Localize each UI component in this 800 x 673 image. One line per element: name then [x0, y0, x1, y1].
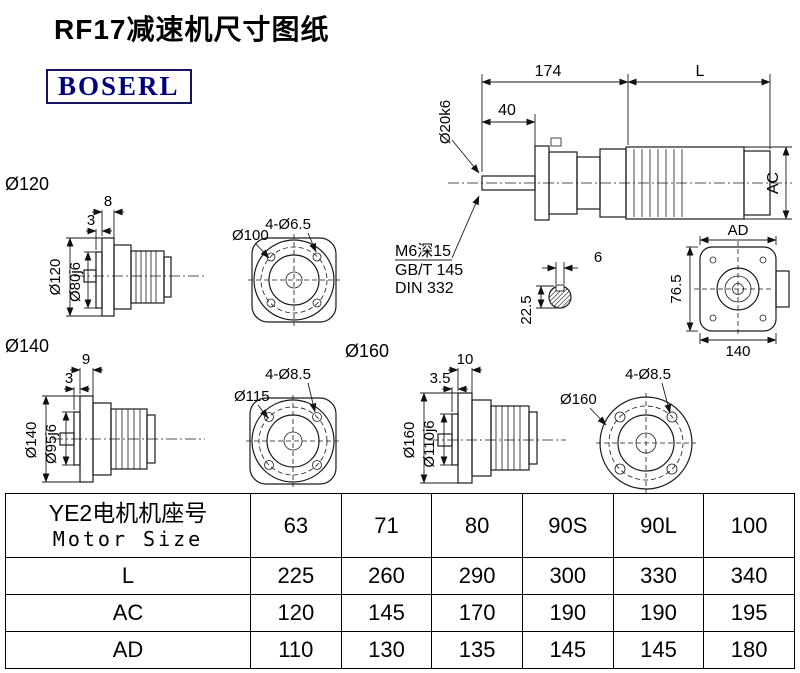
dimension-table: YE2电机机座号 Motor Size 63 71 80 90S 90L 100…	[5, 493, 795, 669]
table-cell: 225	[250, 557, 342, 595]
flange-140-group: Ø140 9 3	[5, 336, 340, 487]
dim-140: 140	[725, 343, 750, 360]
column-header-80: 80	[431, 493, 523, 558]
note-m6: M6深15	[395, 242, 451, 260]
dim-L: L	[696, 63, 705, 80]
dim-40: 40	[498, 102, 516, 119]
table-cell: 330	[612, 557, 705, 595]
dim-160-flange-dia: Ø160	[401, 422, 418, 459]
table-cell: 135	[431, 631, 523, 669]
group-label-160: Ø160	[345, 341, 389, 361]
dim-AC: AC	[765, 172, 782, 194]
group-label-140: Ø140	[5, 336, 49, 356]
table-cell: 195	[703, 594, 795, 632]
dim-76-5: 76.5	[668, 274, 685, 303]
table-cell: 260	[340, 557, 433, 595]
table-cell: 190	[612, 594, 705, 632]
dim-160-holes: 4-Ø8.5	[625, 366, 671, 383]
dimension-drawing: 174 L 40 Ø20k6 AC M6深15 GB/T 145 DIN 332	[5, 63, 792, 493]
dim-140-spigot-depth: 3	[65, 370, 73, 387]
table-cell: 190	[521, 594, 614, 632]
row-label-L: L	[5, 557, 251, 595]
motor-size-header-cn: YE2电机机座号	[48, 499, 208, 526]
flange-140-face-view: Ø115 4-Ø8.5	[234, 366, 340, 487]
note-din332: DIN 332	[395, 280, 454, 297]
page-title: RF17减速机尺寸图纸	[54, 14, 330, 45]
dim-140-holes: 4-Ø8.5	[265, 366, 311, 383]
table-cell: 290	[431, 557, 523, 595]
table-cell: 120	[250, 594, 342, 632]
table-cell: 300	[521, 557, 614, 595]
dim-120-flange-dia: Ø120	[47, 259, 64, 296]
motor-size-header-en: Motor Size	[52, 527, 204, 552]
column-header-90l: 90L	[612, 493, 705, 558]
table-cell: 145	[521, 631, 614, 669]
table-cell: 130	[340, 631, 433, 669]
motor-size-header: YE2电机机座号 Motor Size	[5, 493, 251, 558]
dim-120-spigot-depth: 3	[87, 212, 95, 229]
table-cell: 170	[431, 594, 523, 632]
end-flange-view: AD 76.5 140	[668, 222, 790, 360]
dim-key-depth: 22.5	[518, 295, 535, 324]
table-cell: 180	[703, 631, 795, 669]
dim-120-bolt-circle: Ø100	[232, 227, 269, 244]
row-label-AC: AC	[5, 594, 251, 632]
column-header-71: 71	[340, 493, 433, 558]
dim-AD: AD	[728, 222, 749, 239]
dim-160-bolt-circle: Ø160	[560, 391, 597, 408]
table-cell: 110	[250, 631, 342, 669]
flange-160-group: Ø160 10 3.5	[345, 341, 696, 493]
dim-140-step: 9	[82, 351, 90, 368]
table-cell: 145	[340, 594, 433, 632]
dim-174: 174	[535, 63, 562, 80]
table-cell: 340	[703, 557, 795, 595]
table-row-AC: AC 120 145 170 190 190 195	[5, 594, 795, 632]
dim-160-spigot-depth: 3.5	[430, 370, 451, 387]
dim-160-spigot-dia: Ø110j6	[421, 420, 438, 467]
motor-fins	[633, 149, 683, 217]
note-gbt145: GB/T 145	[395, 262, 463, 279]
dim-140-bolt-circle: Ø115	[234, 388, 270, 405]
shaft-key-section: 6 22.5	[518, 249, 602, 325]
column-header-100: 100	[703, 493, 795, 558]
dim-140-spigot-dia: Ø95j6	[43, 424, 60, 464]
shaft-dia-label: Ø20k6	[437, 100, 454, 144]
flange-160-face-view: Ø160 4-Ø8.5	[560, 366, 696, 493]
row-label-AD: AD	[5, 631, 251, 669]
main-gearmotor-view: 174 L 40 Ø20k6 AC M6深15 GB/T 145 DIN 332	[395, 63, 792, 360]
dim-160-step: 10	[457, 351, 474, 368]
dim-120-step: 8	[104, 193, 112, 210]
dim-120-holes: 4-Ø6.5	[265, 216, 311, 233]
column-header-90s: 90S	[521, 493, 614, 558]
dim-140-flange-dia: Ø140	[23, 422, 40, 459]
column-header-63: 63	[250, 493, 342, 558]
flange-120-face-view: Ø100 4-Ø6.5	[232, 216, 340, 326]
table-row-L: L 225 260 290 300 330 340	[5, 557, 795, 595]
table-cell: 145	[612, 631, 705, 669]
table-row-AD: AD 110 130 135 145 145 180	[5, 631, 795, 669]
table-header-row: YE2电机机座号 Motor Size 63 71 80 90S 90L 100	[5, 493, 795, 558]
dim-key-width: 6	[594, 249, 602, 266]
boserl-logo: BOSERL	[46, 69, 192, 104]
center-hole-note: M6深15 GB/T 145 DIN 332	[395, 195, 480, 297]
boserl-logo-text: BOSERL	[58, 71, 180, 101]
flange-120-group: Ø120 8 3	[5, 174, 340, 326]
group-label-120: Ø120	[5, 174, 49, 194]
dim-120-spigot-dia: Ø80j6	[67, 262, 84, 302]
